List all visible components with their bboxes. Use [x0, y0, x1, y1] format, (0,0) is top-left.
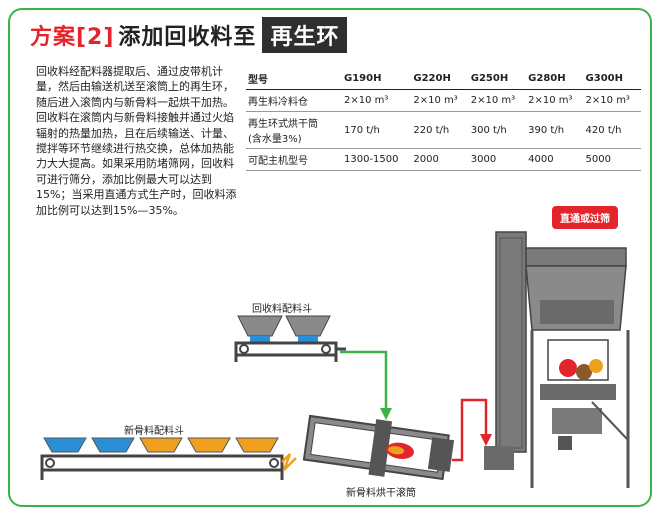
- intro-paragraph: 回收料经配料器提取后、通过皮带机计量，然后由输送机送至滚筒上的再生环，随后进入滚…: [36, 65, 237, 217]
- table-cell: 300 t/h: [468, 111, 527, 149]
- title-highlight: 再生环: [262, 17, 348, 53]
- table-cell: 2×10 m³: [342, 89, 412, 112]
- badge-direct-or-screen: 直通或过筛: [552, 206, 618, 229]
- table-cell: 5000: [583, 148, 641, 171]
- table-row: 再生料冷料仓 2×10 m³ 2×10 m³ 2×10 m³ 2×10 m³ 2…: [246, 89, 641, 112]
- table-cell: 可配主机型号: [246, 148, 342, 171]
- table-cell: 170 t/h: [342, 111, 412, 149]
- page-title: 方案[2] 添加回收料至 再生环: [30, 17, 348, 53]
- table-header-row: 型号 G190H G220H G250H G280H G300H: [246, 68, 641, 90]
- table-cell: 2×10 m³: [468, 89, 527, 112]
- aggregate-bin-label: 新骨料配料斗: [124, 426, 184, 437]
- table-header-cell: G220H: [411, 68, 469, 90]
- recycle-flow-arrow: [340, 350, 388, 412]
- table-cell: 2000: [411, 148, 469, 171]
- table-cell: 1300-1500: [342, 148, 412, 171]
- title-scheme-number: 方案[2]: [30, 25, 115, 50]
- recycle-bin-label: 回收料配料斗: [252, 304, 312, 315]
- spec-table: 型号 G190H G220H G250H G280H G300H 再生料冷料仓 …: [246, 68, 641, 171]
- table-header-cell: 型号: [246, 68, 342, 90]
- table-header-cell: G250H: [468, 68, 527, 90]
- recycle-bins: [234, 315, 346, 362]
- mixing-tower: [484, 231, 630, 488]
- table-cell: 390 t/h: [526, 111, 584, 149]
- table-header-cell: G300H: [583, 68, 641, 90]
- table-cell: 3000: [468, 148, 527, 171]
- table-cell: 420 t/h: [583, 111, 641, 149]
- table-header-cell: G190H: [342, 68, 412, 90]
- table-row: 再生环式烘干筒 (含水量3%) 170 t/h 220 t/h 300 t/h …: [246, 111, 641, 149]
- aggregate-bins: [40, 437, 284, 480]
- table-cell: 4000: [526, 148, 584, 171]
- hot-mix-flow-arrow: [452, 398, 488, 462]
- table-cell: 2×10 m³: [411, 89, 469, 112]
- table-cell: 再生料冷料仓: [246, 89, 342, 112]
- table-header-cell: G280H: [526, 68, 584, 90]
- table-row: 可配主机型号 1300-1500 2000 3000 4000 5000: [246, 148, 641, 171]
- table-cell: 220 t/h: [411, 111, 469, 149]
- drum-label: 新骨料烘干滚筒: [346, 488, 416, 499]
- table-cell: 再生环式烘干筒 (含水量3%): [246, 111, 342, 149]
- title-text: 添加回收料至: [118, 25, 257, 50]
- drying-drum: [302, 414, 455, 481]
- table-cell: 2×10 m³: [583, 89, 641, 112]
- table-cell: 2×10 m³: [526, 89, 584, 112]
